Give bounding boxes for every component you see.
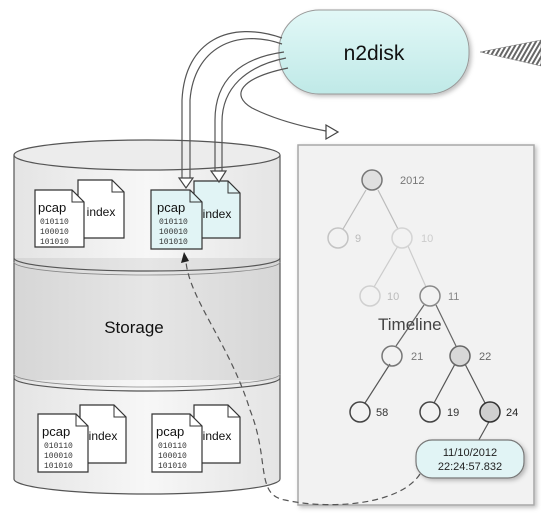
index-label: index <box>203 207 232 221</box>
tree-label-21: 21 <box>411 351 423 363</box>
bits-line-1: 010110 <box>158 442 187 451</box>
timeline-tree-nodes <box>327 169 501 423</box>
timeline-tree-labels: 2012 9 10 10 11 21 22 58 19 24 <box>355 175 518 419</box>
file-pair-bottom-left: index pcap 010110 100010 101010 <box>37 404 127 473</box>
tree-label-19: 19 <box>447 407 459 419</box>
tree-node-10b <box>359 285 381 307</box>
pcap-label: pcap <box>156 424 184 439</box>
write-arrows <box>181 31 327 178</box>
callout-date: 11/10/2012 <box>443 447 497 459</box>
bits-line-1: 010110 <box>159 218 188 227</box>
lookup-arrowhead <box>181 252 189 263</box>
tree-node-21 <box>381 345 403 367</box>
bits-line-2: 100010 <box>159 228 188 237</box>
bits-line-3: 101010 <box>40 238 69 247</box>
tree-label-10: 10 <box>421 233 433 245</box>
pcap-file-icon <box>37 413 89 473</box>
lookup-path <box>181 252 421 506</box>
tree-label-58: 58 <box>376 407 388 419</box>
tree-label-22: 22 <box>479 351 491 363</box>
arrowhead-index <box>209 170 228 184</box>
incoming-traffic-arrow <box>479 39 541 67</box>
bits-line-2: 100010 <box>44 452 73 461</box>
pcap-label: pcap <box>38 200 66 215</box>
tree-node-22 <box>449 345 471 367</box>
storage-label: Storage <box>104 318 164 337</box>
file-pair-top-right-active: index pcap 010110 100010 101010 <box>150 180 241 250</box>
file-pair-top-left: index pcap 010110 100010 101010 <box>34 179 125 248</box>
pcap-file-icon <box>151 413 203 473</box>
pcap-label: pcap <box>157 200 185 215</box>
bits-line-3: 101010 <box>159 238 188 247</box>
timeline-tree-edges <box>342 189 491 446</box>
tree-node-9 <box>327 227 349 249</box>
pcap-file-icon <box>150 189 203 250</box>
n2disk-node: n2disk <box>278 9 470 95</box>
tree-label-2012: 2012 <box>400 175 424 187</box>
callout-time: 22:24:57.832 <box>438 461 502 473</box>
index-label: index <box>87 205 116 219</box>
bits-line-2: 100010 <box>158 452 187 461</box>
tree-node-11 <box>419 285 441 307</box>
timeline-label: Timeline <box>378 315 442 334</box>
index-label: index <box>203 429 232 443</box>
tree-label-10b: 10 <box>387 291 399 303</box>
timestamp-callout: 11/10/2012 22:24:57.832 <box>415 439 525 479</box>
pcap-file-icon <box>34 189 85 248</box>
bits-line-1: 010110 <box>40 218 69 227</box>
bits-line-2: 100010 <box>40 228 69 237</box>
arrowhead-timeline <box>325 123 340 141</box>
tree-node-24 <box>479 401 501 423</box>
bits-line-1: 010110 <box>44 442 73 451</box>
arrow-to-index <box>214 51 285 171</box>
index-label: index <box>89 429 118 443</box>
pcap-label: pcap <box>42 424 70 439</box>
tree-label-24: 24 <box>506 407 518 419</box>
tree-node-10 <box>391 227 413 249</box>
arrow-to-timeline <box>240 67 327 132</box>
bits-line-3: 101010 <box>44 462 73 471</box>
tree-node-19 <box>419 401 441 423</box>
tree-node-2012 <box>361 169 383 191</box>
n2disk-label: n2disk <box>344 42 405 65</box>
tree-label-9: 9 <box>355 233 361 245</box>
dashed-lookup-arrow <box>185 261 421 506</box>
bits-line-3: 101010 <box>158 462 187 471</box>
arrowhead-pcap <box>177 177 195 190</box>
tree-node-58 <box>349 401 371 423</box>
arrow-to-pcap <box>181 31 283 178</box>
file-pair-bottom-right: index pcap 010110 100010 101010 <box>151 404 241 473</box>
tree-label-11: 11 <box>448 291 459 303</box>
